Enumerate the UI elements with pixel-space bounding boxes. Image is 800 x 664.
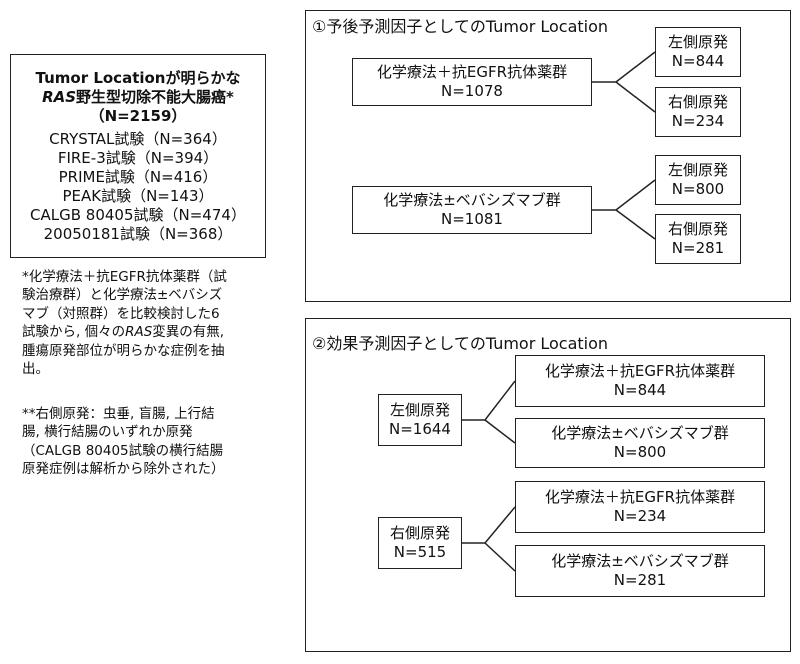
connector-line — [615, 81, 656, 113]
footnote-1-ras: RAS — [125, 324, 153, 341]
treatment-label: 化学療法＋抗EGFR抗体薬群 — [544, 362, 736, 380]
group-box-antiegfr: 化学療法＋抗EGFR抗体薬群 N=1078 — [352, 58, 592, 106]
subgroup-box-right: 右側原発 N=234 — [655, 87, 741, 137]
group-n: N=1081 — [441, 210, 503, 228]
connector-line — [592, 51, 656, 83]
footnote-2-line: **右側原発：虫垂, 盲腸, 上行結 — [22, 406, 215, 422]
footnote-1-line: 験治療群）と化学療法±ベバシズ — [22, 287, 223, 304]
summary-title-rest: 野生型切除不能大腸癌* — [76, 87, 234, 106]
connector-line — [615, 209, 656, 240]
treatment-label: 化学療法±ベバシズマブ群 — [551, 552, 729, 570]
summary-title-line3: （N=2159） — [89, 106, 187, 125]
footnote-2: **右側原発：虫垂, 盲腸, 上行結 腸, 横行結腸のいずれか原発 （CALGB… — [22, 405, 284, 479]
connector-line — [462, 380, 516, 421]
footnote-1-text: 試験から, 個々の — [22, 324, 126, 341]
group-label: 化学療法±ベバシズマブ群 — [383, 191, 561, 209]
footnote-1-line: *化学療法＋抗EGFR抗体薬群（試 — [22, 269, 227, 285]
location-n: N=1644 — [389, 420, 451, 438]
summary-title-line2: RAS野生型切除不能大腸癌* — [42, 88, 234, 107]
trial-item: PEAK試験（N=143） — [62, 186, 214, 205]
group-label: 化学療法＋抗EGFR抗体薬群 — [376, 63, 568, 81]
treatment-box: 化学療法＋抗EGFR抗体薬群 N=234 — [515, 481, 765, 533]
location-label: 右側原発 — [389, 524, 450, 542]
footnote-1-line: マブ（対照群）を比較検討した6 — [22, 305, 220, 322]
footnote-1-line: 試験から, 個々のRAS変異の有無, — [22, 323, 284, 341]
subgroup-label: 右側原発 — [667, 220, 728, 238]
trial-item: FIRE-3試験（N=394） — [57, 148, 219, 167]
treatment-label: 化学療法±ベバシズマブ群 — [551, 424, 729, 442]
location-box-left: 左側原発 N=1644 — [378, 394, 462, 446]
subgroup-label: 右側原発 — [667, 93, 728, 111]
trial-item: CRYSTAL試験（N=364） — [49, 129, 227, 148]
subgroup-n: N=281 — [671, 239, 725, 257]
footnote-2-line: 原発症例は解析から除外された） — [22, 461, 225, 478]
footnote-2-line: （CALGB 80405試験の横行結腸 — [22, 442, 224, 459]
treatment-box: 化学療法±ベバシズマブ群 N=800 — [515, 418, 765, 468]
treatment-box: 化学療法±ベバシズマブ群 N=281 — [515, 545, 765, 597]
connector-line — [484, 419, 516, 444]
subgroup-n: N=234 — [671, 112, 725, 130]
summary-box: Tumor Locationが明らかな RAS野生型切除不能大腸癌* （N=21… — [10, 54, 266, 258]
treatment-n: N=800 — [613, 443, 667, 461]
subgroup-n: N=844 — [671, 52, 725, 70]
footnote-1: *化学療法＋抗EGFR抗体薬群（試 験治療群）と化学療法±ベバシズ マブ（対照群… — [22, 268, 284, 378]
location-n: N=515 — [393, 543, 447, 561]
panel-predictive-title: ②効果予測因子としてのTumor Location — [312, 334, 609, 353]
connector-line — [592, 179, 656, 211]
summary-title-line1: Tumor Locationが明らかな — [35, 68, 241, 87]
trial-item: 20050181試験（N=368） — [43, 224, 233, 243]
subgroup-box-right: 右側原発 N=281 — [655, 214, 741, 264]
summary-title-ras: RAS — [42, 87, 77, 106]
treatment-n: N=234 — [613, 507, 667, 525]
footnote-1-text: 変異の有無, — [152, 324, 225, 341]
panel-prognostic-title: ①予後予測因子としてのTumor Location — [312, 17, 609, 36]
subgroup-n: N=800 — [671, 180, 725, 198]
connector-line — [462, 506, 516, 544]
subgroup-label: 左側原発 — [667, 161, 728, 179]
footnote-1-line: 腫瘍原発部位が明らかな症例を抽 — [22, 342, 225, 359]
footnote-2-line: 腸, 横行結腸のいずれか原発 — [22, 424, 193, 441]
connector-line — [484, 542, 516, 572]
subgroup-label: 左側原発 — [667, 33, 728, 51]
treatment-n: N=281 — [613, 571, 667, 589]
trial-item: CALGB 80405試験（N=474） — [30, 205, 246, 224]
treatment-box: 化学療法＋抗EGFR抗体薬群 N=844 — [515, 355, 765, 407]
group-n: N=1078 — [441, 82, 503, 100]
trial-item: PRIME試験（N=416） — [58, 167, 218, 186]
location-label: 左側原発 — [389, 401, 450, 419]
treatment-label: 化学療法＋抗EGFR抗体薬群 — [544, 488, 736, 506]
group-box-bevacizumab: 化学療法±ベバシズマブ群 N=1081 — [352, 186, 592, 234]
treatment-n: N=844 — [613, 381, 667, 399]
subgroup-box-left: 左側原発 N=800 — [655, 155, 741, 205]
location-box-right: 右側原発 N=515 — [378, 517, 462, 569]
footnote-1-line: 出。 — [22, 361, 49, 378]
subgroup-box-left: 左側原発 N=844 — [655, 27, 741, 77]
